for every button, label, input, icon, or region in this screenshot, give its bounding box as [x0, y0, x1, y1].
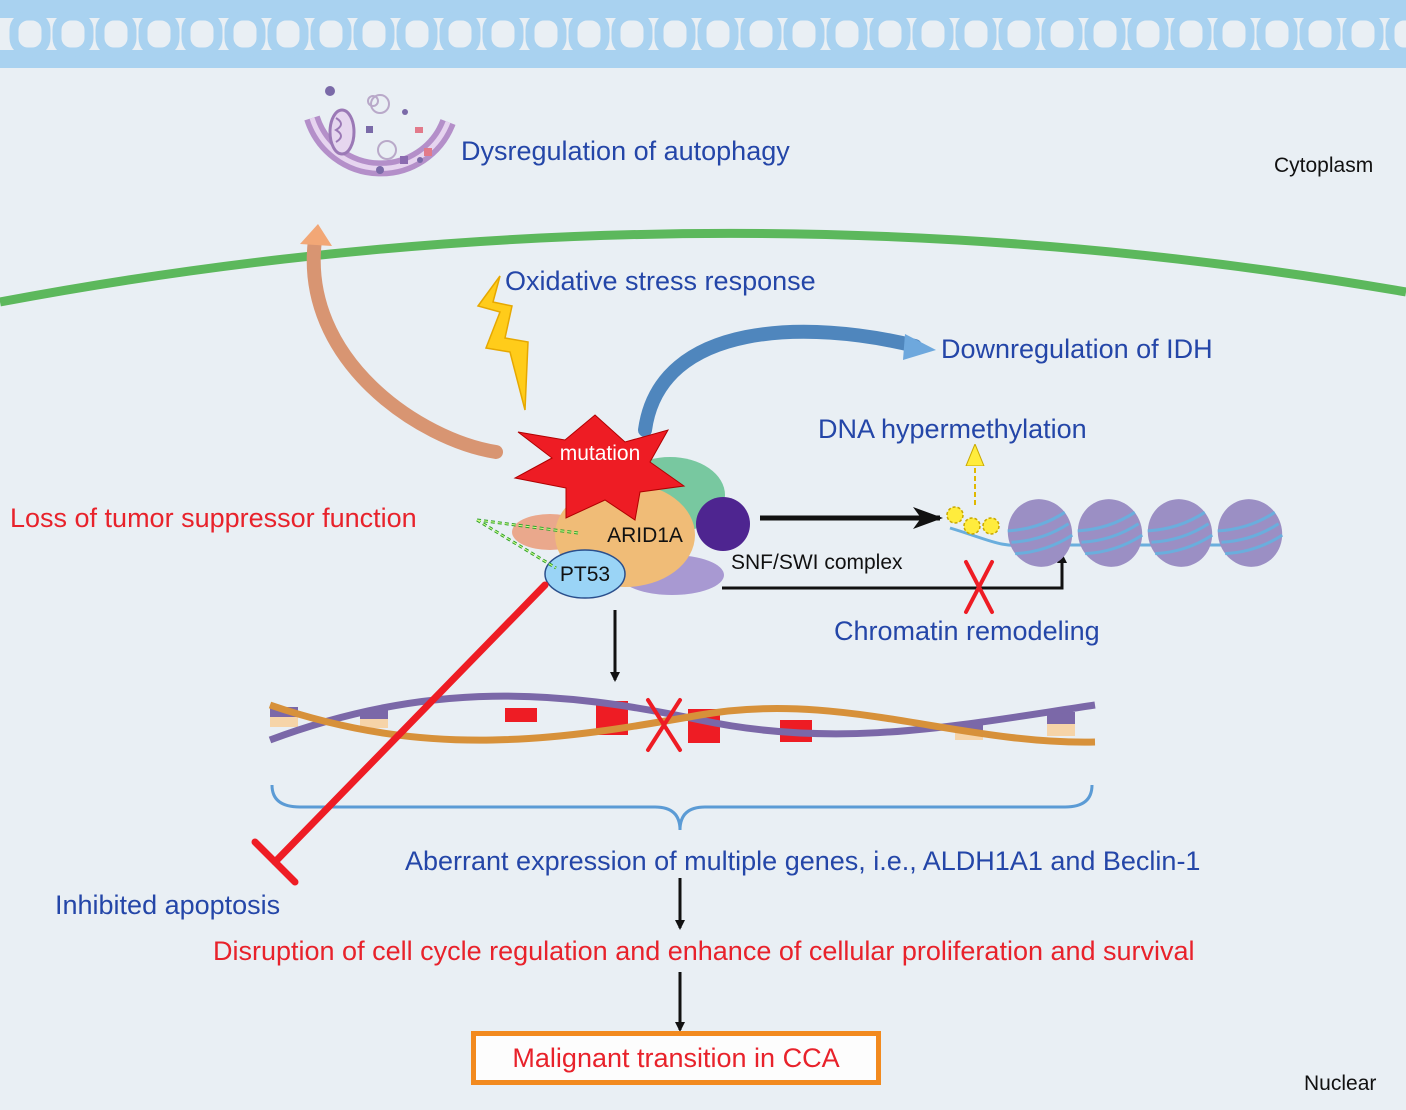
cell-membrane [0, 0, 1406, 68]
membrane-ring [740, 11, 782, 57]
idh-arrow [638, 324, 936, 437]
mutation-label: mutation [560, 442, 641, 465]
pt53-label: PT53 [560, 563, 610, 586]
chromatin-remodeling-label: Chromatin remodeling [834, 616, 1100, 646]
membrane-ring [52, 11, 94, 57]
malignant-transition-label: Malignant transition in CCA [512, 1042, 840, 1073]
membrane-ring [955, 11, 997, 57]
membrane-ring [1385, 11, 1406, 57]
blocked-cross-icon [964, 560, 994, 614]
membrane-ring [95, 11, 137, 57]
tumor-suppressor-links [476, 518, 579, 570]
membrane-ring [525, 11, 567, 57]
autophagosome-icon [304, 86, 456, 177]
membrane-ring [998, 11, 1040, 57]
chromatin-remodeling-path [722, 553, 1067, 590]
lightning-icon [476, 275, 529, 411]
membrane-ring [181, 11, 223, 57]
disruption-label: Disruption of cell cycle regulation and … [213, 936, 1195, 966]
dna-methylation-label: DNA hypermethylation [818, 414, 1087, 444]
membrane-ring [9, 11, 51, 57]
outcome-box: Malignant transition in CCA [471, 1031, 881, 1085]
inhibition-line [251, 581, 549, 886]
autophagy-arrow [300, 224, 503, 459]
membrane-ring [353, 11, 395, 57]
idh-label: Downregulation of IDH [941, 334, 1213, 364]
nucleosome [1007, 499, 1074, 567]
nuclear-label: Nuclear [1304, 1072, 1377, 1095]
membrane-ring [697, 11, 739, 57]
autophagy-label: Dysregulation of autophagy [461, 136, 790, 166]
membrane-ring [224, 11, 266, 57]
membrane-ring [439, 11, 481, 57]
membrane-ring [396, 11, 438, 57]
membrane-ring [654, 11, 696, 57]
membrane-ring [1127, 11, 1169, 57]
membrane-ring [912, 11, 954, 57]
nucleosome [1217, 499, 1284, 567]
membrane-ring [1213, 11, 1255, 57]
nucleosome [1077, 499, 1144, 567]
snf-swi-label: SNF/SWI complex [731, 551, 903, 574]
mutation-burst [513, 414, 686, 521]
membrane-ring [1299, 11, 1341, 57]
membrane-ring [1041, 11, 1083, 57]
apoptosis-label: Inhibited apoptosis [55, 890, 281, 920]
membrane-ring [1084, 11, 1126, 57]
nuclear-membrane [0, 228, 1406, 307]
membrane-ring [267, 11, 309, 57]
chromatin-strand [946, 499, 1284, 567]
membrane-ring [1342, 11, 1384, 57]
nucleosome [1147, 499, 1214, 567]
oxidative-label: Oxidative stress response [505, 266, 816, 296]
gene-block-cross-icon [646, 698, 682, 752]
cytoplasm-label: Cytoplasm [1274, 154, 1374, 177]
membrane-ring [568, 11, 610, 57]
membrane-ring [138, 11, 180, 57]
membrane-ring [611, 11, 653, 57]
arid1a-label: ARID1A [607, 524, 683, 547]
membrane-ring [1170, 11, 1212, 57]
membrane-ring [869, 11, 911, 57]
aberrant-expression-label: Aberrant expression of multiple genes, i… [405, 846, 1201, 876]
loss-tumor-suppressor-label: Loss of tumor suppressor function [10, 503, 417, 533]
dna-helix [268, 692, 1096, 746]
membrane-ring [310, 11, 352, 57]
membrane-ring [1256, 11, 1298, 57]
gene-brace [270, 784, 1094, 831]
membrane-ring [826, 11, 868, 57]
membrane-ring [482, 11, 524, 57]
membrane-ring [783, 11, 825, 57]
